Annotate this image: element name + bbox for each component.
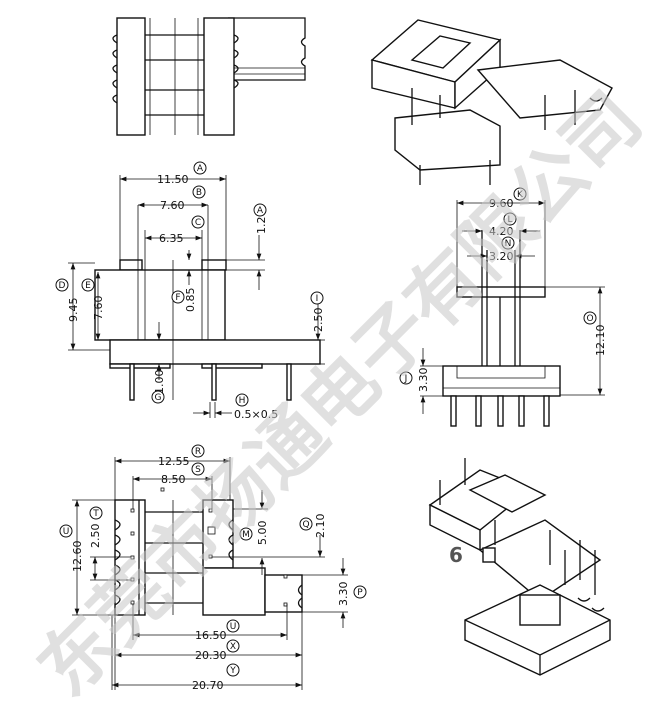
callout-l: L	[503, 212, 517, 226]
isometric-view-bottom: 6	[428, 458, 611, 676]
callout-d: D	[55, 278, 69, 292]
dim-1-00: 1.00	[153, 370, 166, 395]
svg-text:J: J	[404, 374, 408, 384]
callout-r: R	[191, 444, 205, 458]
svg-text:N: N	[505, 239, 512, 249]
dim-3-30-bottom: 3.30	[337, 582, 350, 607]
callout-f: F	[171, 290, 185, 304]
callout-h: H	[235, 393, 249, 407]
svg-text:Q: Q	[302, 520, 309, 530]
callout-p: P	[353, 585, 367, 599]
svg-text:U: U	[230, 622, 237, 632]
callout-t: T	[89, 506, 103, 520]
callout-j: J	[399, 371, 413, 385]
dim-12-55: 12.55	[158, 455, 190, 468]
svg-text:C: C	[195, 218, 201, 228]
svg-text:A: A	[197, 164, 204, 174]
side-view: 9.60 4.20 3.20 12.10 3.30 K L N O J	[399, 187, 607, 427]
svg-text:E: E	[85, 281, 91, 291]
svg-text:P: P	[357, 588, 363, 598]
dim-11-50: 11.50	[157, 173, 189, 186]
callout-a: A	[193, 161, 207, 175]
svg-text:B: B	[196, 188, 202, 198]
svg-text:A: A	[257, 206, 264, 216]
svg-text:S: S	[195, 465, 201, 475]
callout-e: E	[81, 278, 95, 292]
svg-text:G: G	[155, 393, 162, 403]
dim-12-10: 12.10	[594, 325, 607, 357]
svg-text:M: M	[242, 530, 250, 540]
dim-16-50: 16.50	[195, 629, 227, 642]
dim-3-30-side: 3.30	[417, 368, 430, 393]
bottom-view: 12.55 8.50 12.60 2.50 5.00 2.10 3.30 16.…	[59, 444, 367, 692]
callout-s: S	[191, 462, 205, 476]
top-view	[112, 17, 306, 136]
callout-o: O	[583, 311, 597, 325]
svg-text:U: U	[63, 527, 70, 537]
svg-text:T: T	[92, 509, 99, 519]
callout-y: Y	[226, 663, 240, 677]
dim-20-30: 20.30	[195, 649, 227, 662]
dim-7-60-vertical: 7.60	[92, 296, 105, 321]
callout-v: U	[226, 619, 240, 633]
svg-text:F: F	[175, 293, 180, 303]
dim-4-20: 4.20	[489, 225, 514, 238]
svg-text:H: H	[239, 396, 246, 406]
callout-x: X	[226, 639, 240, 653]
dim-0-5x0-5: 0.5×0.5	[234, 408, 278, 421]
svg-text:O: O	[586, 314, 593, 324]
callout-a2: A	[253, 203, 267, 217]
svg-text:X: X	[230, 642, 236, 652]
dim-7-60: 7.60	[160, 199, 185, 212]
svg-text:R: R	[195, 447, 201, 457]
dim-12-60: 12.60	[71, 541, 84, 573]
callout-q: Q	[299, 517, 313, 531]
svg-text:K: K	[517, 190, 524, 200]
view-number: 6	[449, 543, 463, 567]
callout-n: N	[501, 236, 515, 250]
dim-9-60: 9.60	[489, 197, 514, 210]
dim-5-00: 5.00	[256, 521, 269, 546]
dim-20-70: 20.70	[192, 679, 224, 692]
svg-text:L: L	[507, 215, 512, 225]
dim-0-85: 0.85	[184, 288, 197, 313]
svg-text:I: I	[316, 294, 319, 304]
dim-2-50: 2.50	[312, 308, 325, 333]
dim-9-45: 9.45	[67, 298, 80, 323]
isometric-view-top	[370, 19, 613, 185]
svg-text:D: D	[59, 281, 66, 291]
dim-2-10: 2.10	[314, 514, 327, 539]
dim-3-20: 3.20	[489, 250, 514, 263]
front-view: 11.50 7.60 6.35 1.20 9.45 7.60 0.85 1.00…	[55, 161, 325, 421]
callout-c: C	[191, 215, 205, 229]
dim-6-35: 6.35	[159, 232, 184, 245]
callout-k: K	[513, 187, 527, 201]
callout-i: I	[310, 291, 324, 305]
callout-m: M	[239, 527, 253, 541]
callout-b: B	[192, 185, 206, 199]
callout-u: U	[59, 524, 73, 538]
svg-text:Y: Y	[229, 666, 236, 676]
dim-2-50-bottom: 2.50	[89, 524, 102, 549]
callout-g: G	[151, 390, 165, 404]
dim-8-50: 8.50	[161, 473, 186, 486]
